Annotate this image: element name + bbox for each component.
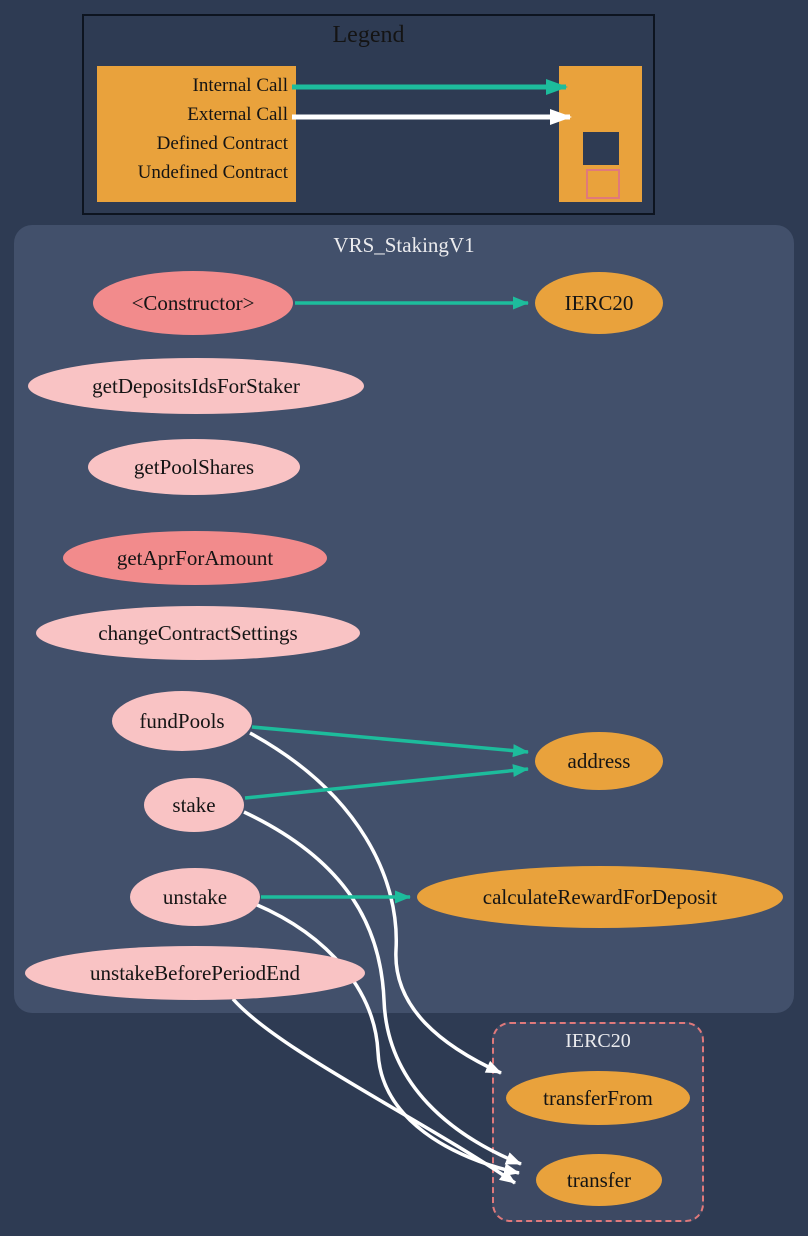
node-changecontractsettings: changeContractSettings (36, 606, 360, 660)
node-unstake: unstake (130, 868, 260, 926)
node-getaprforamount: getAprForAmount (63, 531, 327, 585)
edge-unstakebeforeperiodend-transfer (231, 997, 516, 1185)
undefined-contract-swatch (586, 169, 620, 199)
node-getpoolshares: getPoolShares (88, 439, 300, 495)
node-ierc20: IERC20 (535, 272, 663, 334)
legend-internal-call-label: Internal Call (192, 75, 289, 96)
node-getdepositsidsforstaker: getDepositsIdsForStaker (28, 358, 364, 414)
node-unstakebeforeperiodend: unstakeBeforePeriodEnd (25, 946, 365, 1000)
node-transfer: transfer (536, 1154, 662, 1206)
node-address: address (535, 732, 663, 790)
contract-title-vrs-stakingv1: VRS_StakingV1 (333, 233, 475, 257)
legend-external-call-label: External Call (187, 104, 288, 125)
node-transferfrom: transferFrom (506, 1071, 690, 1125)
node-constructor: <Constructor> (93, 271, 293, 335)
legend-swatch-panel (559, 66, 642, 202)
legend-title: Legend (332, 22, 405, 48)
node-calculaterewardfordeposit: calculateRewardForDeposit (417, 866, 783, 928)
node-stake: stake (144, 778, 244, 832)
legend-undefined-contract-label: Undefined Contract (137, 162, 288, 183)
contract-title-ierc20: IERC20 (565, 1030, 631, 1052)
legend-defined-contract-label: Defined Contract (156, 133, 288, 154)
defined-contract-swatch (583, 132, 619, 165)
legend-labels-panel: Internal Call External Call Defined Cont… (97, 66, 296, 202)
legend-box: Legend Internal Call External Call Defin… (82, 14, 655, 215)
node-fundpools: fundPools (112, 691, 252, 751)
